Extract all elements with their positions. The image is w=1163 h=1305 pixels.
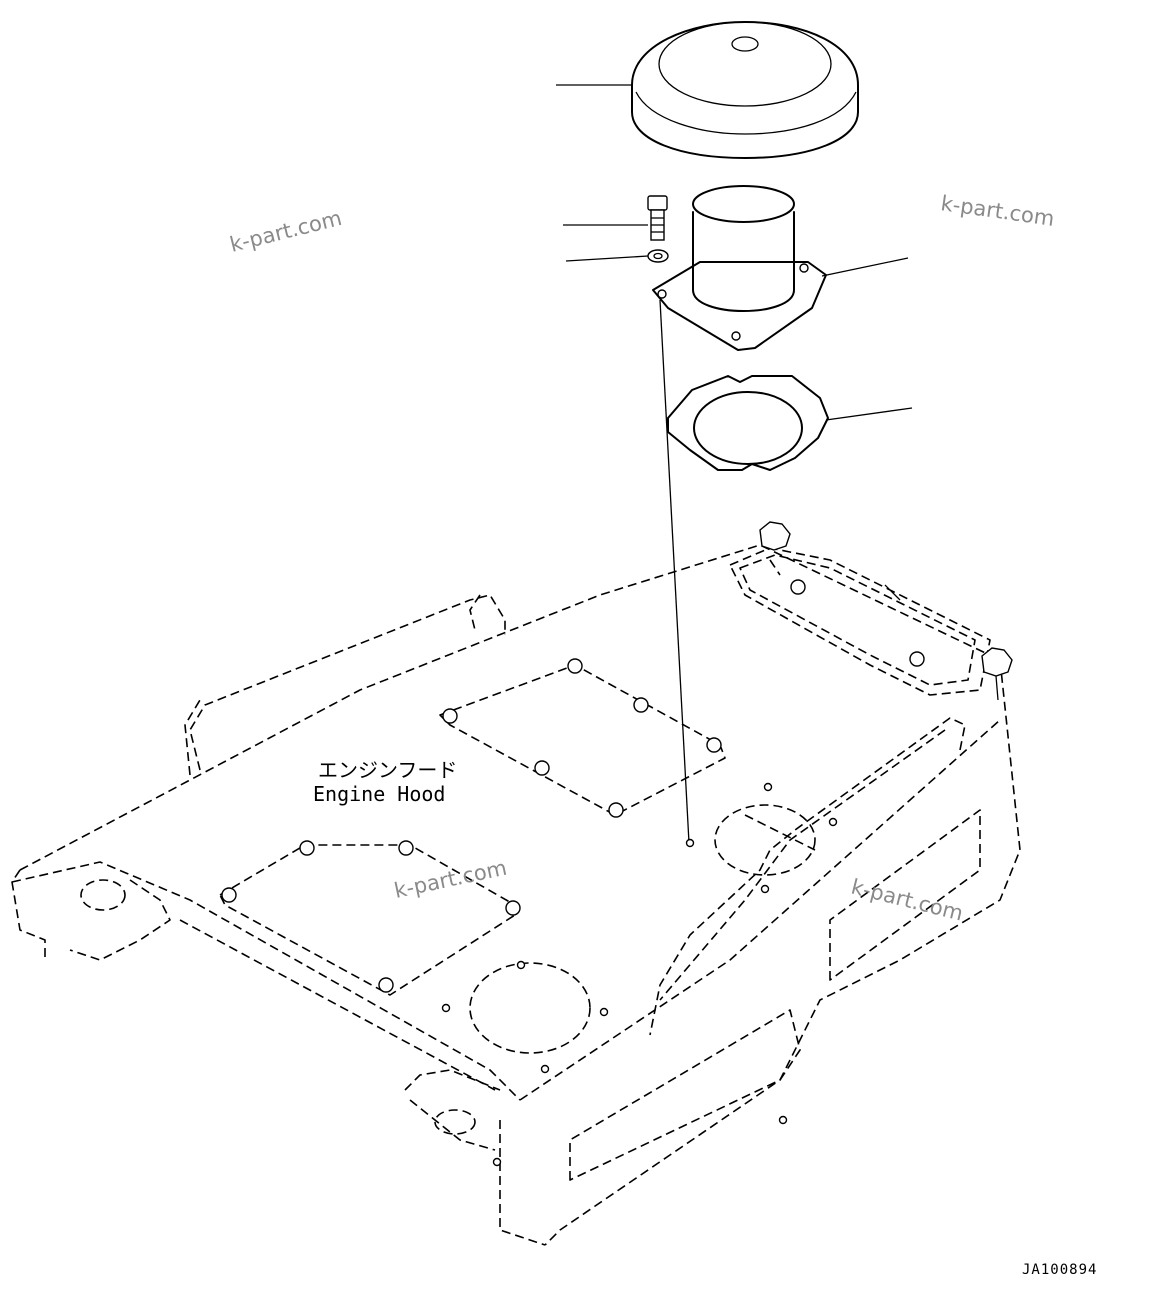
air-stack-duct xyxy=(652,185,827,351)
washer xyxy=(647,249,669,263)
gasket xyxy=(667,375,829,471)
leader-gasket xyxy=(825,407,913,421)
drawing-code: JA100894 xyxy=(1022,1262,1097,1278)
watermark: k-part.com xyxy=(227,206,344,257)
leader-washer xyxy=(565,255,649,262)
leader-duct xyxy=(821,257,909,277)
bolt xyxy=(647,195,668,241)
air-cleaner-cap xyxy=(631,21,859,159)
engine-hood xyxy=(11,544,1021,1246)
hood-fasteners xyxy=(221,521,1013,1167)
watermark: k-part.com xyxy=(849,875,966,926)
engine-hood-label-en: Engine Hood xyxy=(313,782,445,806)
engine-hood-label-jp: エンジンフード xyxy=(318,758,457,782)
watermark: k-part.com xyxy=(939,191,1056,231)
watermark: k-part.com xyxy=(392,856,509,903)
